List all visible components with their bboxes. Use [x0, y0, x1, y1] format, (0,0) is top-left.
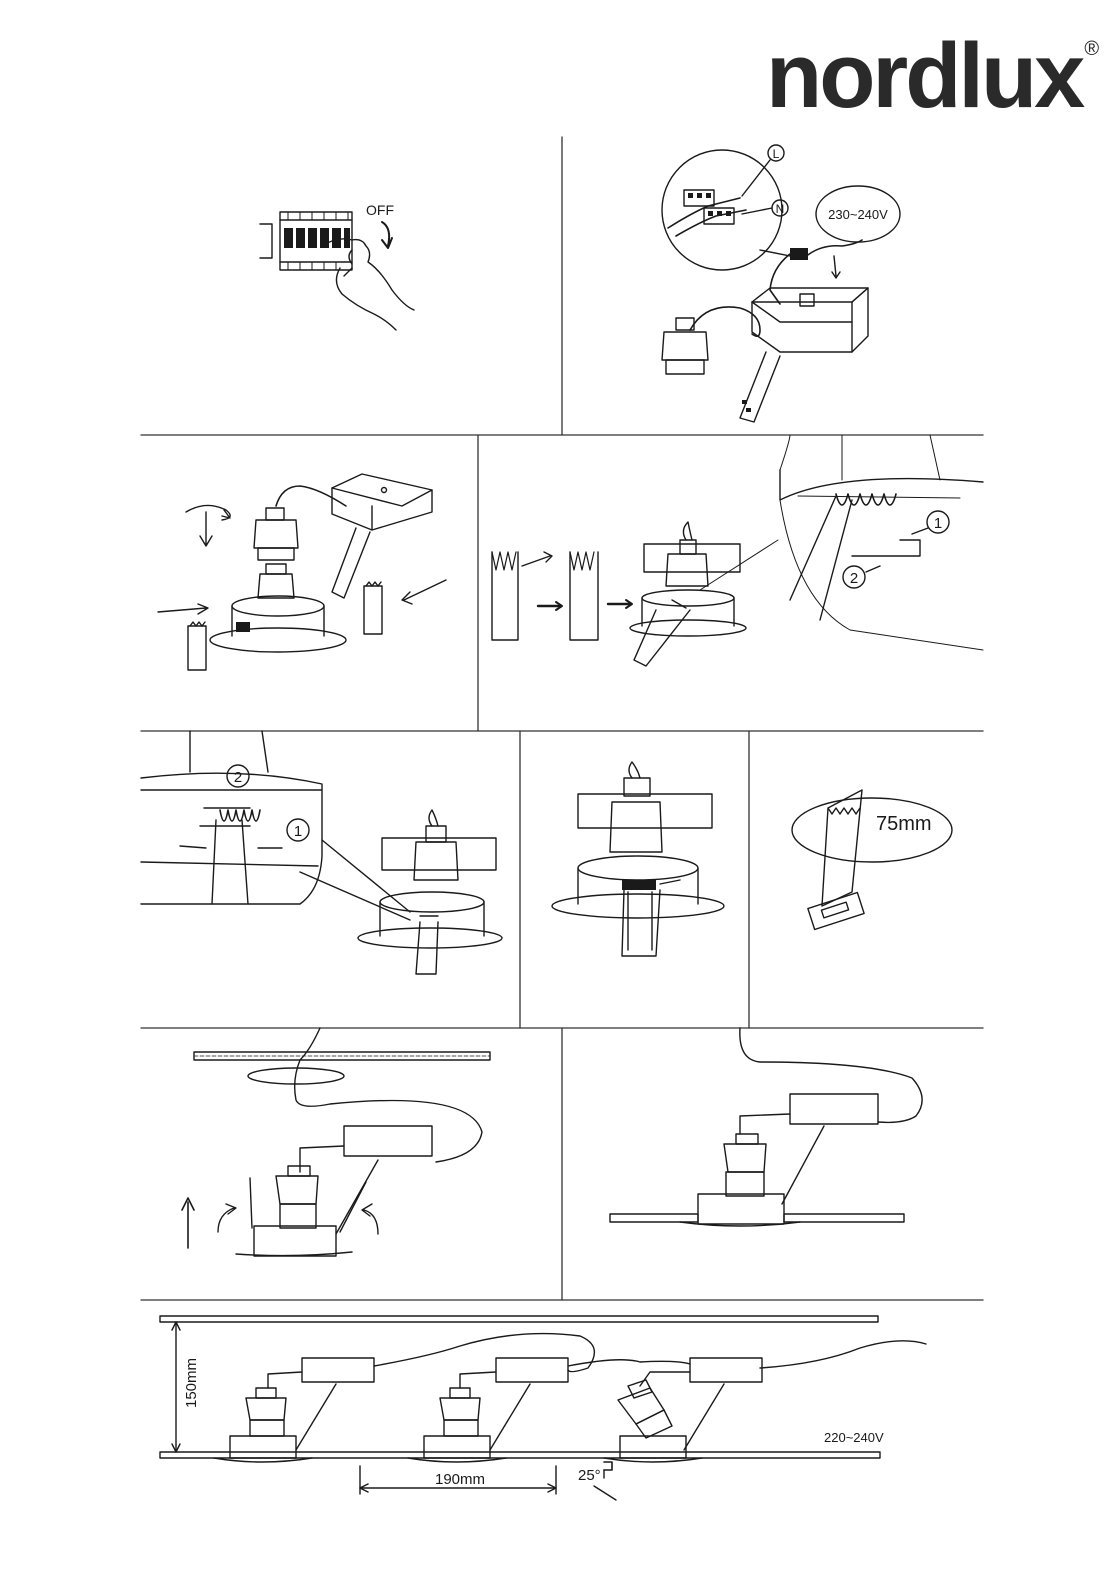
ceiling-board: [610, 1214, 698, 1222]
panel-cutout: 75mm: [792, 790, 952, 929]
step-1-label: 1: [934, 515, 942, 532]
panel-spring-clip: 1 2: [492, 435, 983, 666]
panel-multi-install: 150mm: [160, 1316, 926, 1500]
spring-clip-icon: [188, 582, 382, 670]
hand-icon: [322, 239, 414, 330]
curved-arrow-icon: [218, 1204, 236, 1232]
neutral-label: N: [776, 202, 785, 216]
ceiling-top-board: [160, 1316, 878, 1322]
downlight-unit-icon: [358, 810, 502, 974]
down-arrow-icon: [382, 222, 392, 248]
panel-clip-detail: 2 1: [141, 731, 502, 974]
right-arrow-icon: [158, 604, 208, 614]
downlight-ring-icon: [210, 596, 346, 652]
panel-dividers: [141, 137, 983, 1300]
saw-icon: [822, 790, 862, 906]
spring-coil-icon: [836, 494, 896, 505]
ceiling-board: [784, 1214, 904, 1222]
driver-box-icon: [332, 474, 432, 530]
step-2-label: 2: [850, 570, 858, 587]
live-label: L: [773, 147, 780, 161]
panel-assembly: [158, 474, 446, 670]
step-2-label: 2: [234, 769, 242, 786]
tilt-angle-label: 25°: [578, 1467, 601, 1484]
driver-box-icon: [344, 1126, 432, 1156]
spring-coil-icon: [220, 810, 260, 821]
spring-clip-icon: [570, 552, 598, 640]
tilted-downlight-icon: [604, 1358, 762, 1462]
lamp-socket-icon: [662, 318, 708, 374]
lamp-socket-icon: [276, 1166, 318, 1228]
downlight-unit-icon: [630, 522, 746, 666]
lamp-socket-icon: [724, 1134, 766, 1196]
panel-installed: [610, 1028, 922, 1226]
multi-voltage-label: 220~240V: [824, 1430, 884, 1445]
panel-insertion: [182, 1028, 490, 1256]
downlight-unit-icon: [408, 1358, 568, 1462]
gu10-lamp-icon: [258, 564, 294, 598]
ceiling-board: [160, 1452, 880, 1458]
driver-box-icon: [790, 1094, 878, 1124]
driver-box-icon: [752, 288, 868, 352]
downlight-unit-icon: [214, 1358, 374, 1462]
breaker-panel-icon: [260, 212, 352, 270]
rotate-arrow-icon: [186, 505, 230, 546]
lamp-socket-icon: [254, 508, 298, 560]
spacing-label: 190mm: [435, 1471, 485, 1488]
off-label: OFF: [366, 202, 394, 218]
up-arrow-icon: [182, 1198, 194, 1248]
left-arrow-icon: [402, 580, 446, 604]
height-label: 150mm: [183, 1358, 200, 1408]
cutout-size-label: 75mm: [876, 813, 932, 835]
panel-power-off: OFF: [260, 202, 414, 330]
voltage-label: 230~240V: [828, 207, 888, 222]
curved-arrow-icon: [362, 1204, 378, 1234]
panel-clip-fitted: [552, 762, 724, 956]
step-1-label: 1: [294, 823, 302, 840]
panel-wiring: L N 230~240V: [662, 145, 900, 422]
